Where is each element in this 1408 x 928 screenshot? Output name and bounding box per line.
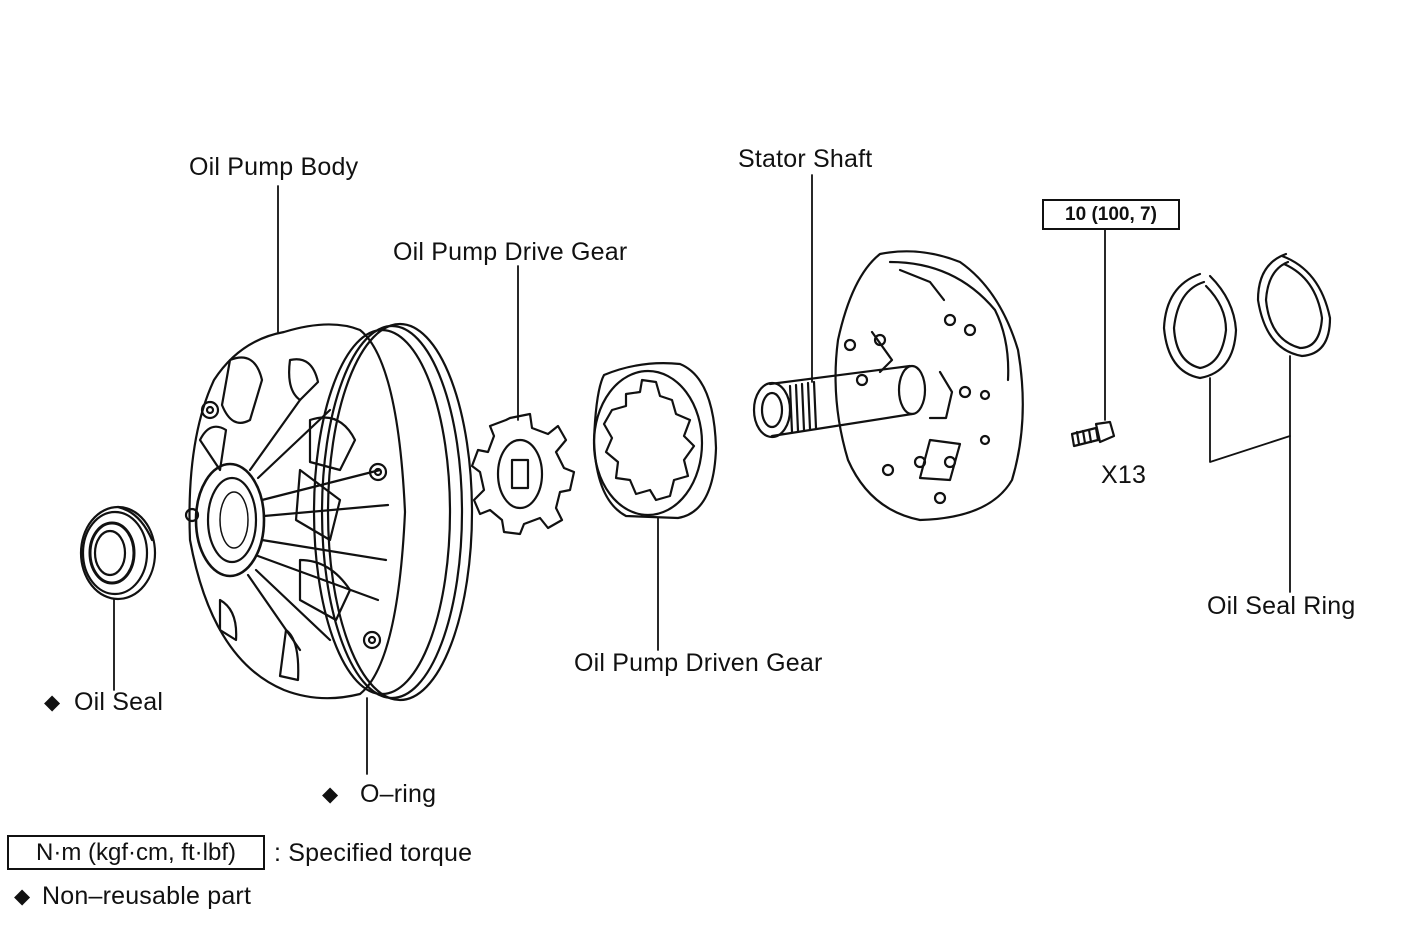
label-oil-seal: Oil Seal [74, 688, 164, 716]
legend-nonreusable-marker: ◆ [14, 885, 31, 908]
legend-nonreusable-text: Non–reusable part [42, 882, 252, 910]
label-o-ring: O–ring [360, 780, 437, 808]
bolt-part [1070, 420, 1116, 448]
oil-seal-ring-parts [1162, 252, 1332, 380]
oil-pump-drive-gear-part [470, 412, 576, 536]
stator-shaft-part [752, 250, 1024, 522]
legend-torque-description: : Specified torque [274, 839, 473, 867]
oil-pump-body-part [184, 322, 474, 702]
leader-lines [113, 174, 1291, 775]
oil-seal-part [79, 505, 157, 601]
nonreusable-marker-o-ring: ◆ [322, 783, 339, 806]
nonreusable-marker-oil-seal: ◆ [44, 691, 61, 714]
label-oil-seal-ring: Oil Seal Ring [1207, 592, 1356, 620]
label-bolt-count: X13 [1101, 461, 1147, 489]
oil-pump-driven-gear-part [592, 362, 718, 520]
label-oil-pump-body: Oil Pump Body [189, 153, 359, 181]
legend-torque-units-box: N·m (kgf·cm, ft·lbf) [7, 835, 265, 870]
label-oil-pump-driven-gear: Oil Pump Driven Gear [574, 649, 823, 677]
label-oil-pump-drive-gear: Oil Pump Drive Gear [393, 238, 628, 266]
label-stator-shaft: Stator Shaft [738, 145, 873, 173]
torque-spec-box: 10 (100, 7) [1042, 199, 1180, 230]
